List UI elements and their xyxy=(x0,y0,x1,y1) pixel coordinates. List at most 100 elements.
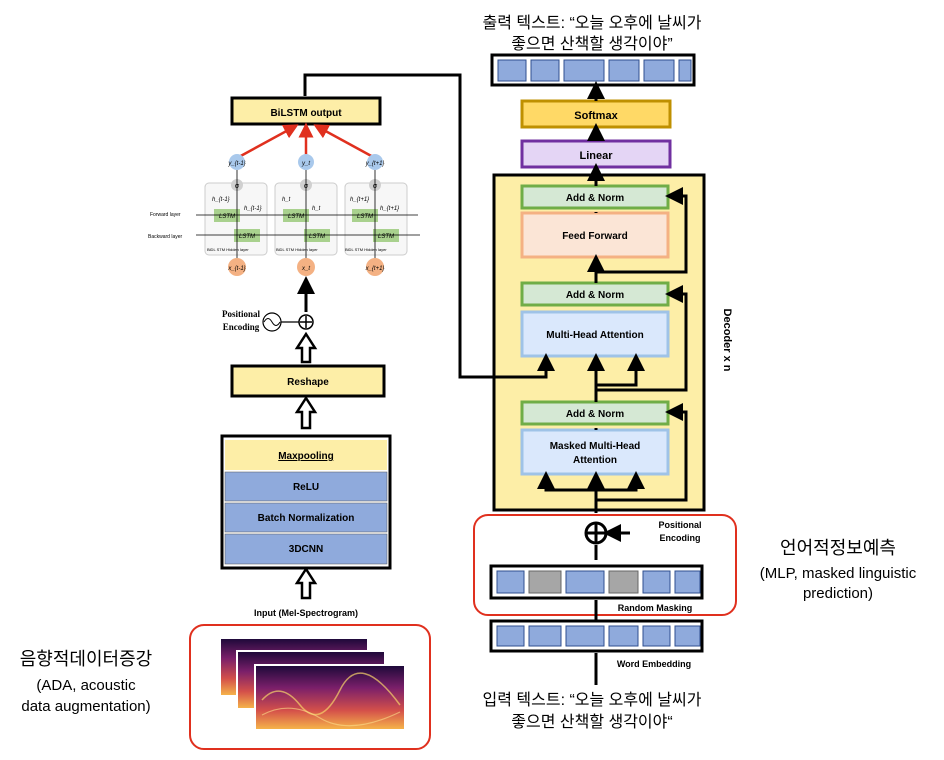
ada-line2: data augmentation) xyxy=(21,698,150,715)
y-node xyxy=(298,154,314,170)
svg-text:h_{t+1}: h_{t+1} xyxy=(350,197,369,203)
add-norm-label-2: Add & Norm xyxy=(566,290,624,301)
feed-forward-label: Feed Forward xyxy=(562,231,628,242)
y-label: y_{t+1} xyxy=(365,161,385,167)
decoder-positional-line1: Positional xyxy=(658,520,701,530)
multi-head-attention-block: Multi-Head Attention xyxy=(520,310,670,358)
bilstm-red-arrows xyxy=(236,122,376,160)
token xyxy=(674,570,701,594)
reshape-block: Reshape xyxy=(230,364,386,398)
batch-norm-label: Batch Normalization xyxy=(258,513,355,524)
masked-label-1: Masked Multi-Head xyxy=(550,441,641,452)
svg-text:h_t: h_t xyxy=(312,206,321,212)
decoder-positional-line2: Encoding xyxy=(660,533,701,543)
output-token xyxy=(643,59,675,82)
cnn-stack: Maxpooling ReLU Batch Normalization 3DCN… xyxy=(220,434,392,570)
input-label: Input (Mel-Spectrogram) xyxy=(254,608,358,618)
encoder-positional-add xyxy=(262,312,314,332)
add-norm-1: Add & Norm xyxy=(520,184,670,210)
svg-text:BiDL STM Hidden layer: BiDL STM Hidden layer xyxy=(207,247,249,252)
word-embedding-tokens xyxy=(489,619,704,653)
decoder-positional-add xyxy=(584,521,630,545)
hollow-arrows xyxy=(294,331,318,600)
bilstm-output-block: BiLSTM output xyxy=(230,96,382,126)
masked-tokens xyxy=(489,564,704,600)
svg-text:h_{t-1}: h_{t-1} xyxy=(212,197,230,203)
mlp-title: 언어적정보예측 xyxy=(780,538,896,558)
embed-token xyxy=(642,625,671,647)
svg-text:BiDL STM Hidden layer: BiDL STM Hidden layer xyxy=(345,247,387,252)
svg-text:LSTM: LSTM xyxy=(357,214,373,220)
relu-label: ReLU xyxy=(293,482,319,493)
token xyxy=(642,570,671,594)
input-text-line1: 입력 텍스트: “오늘 오후에 날씨가 xyxy=(483,691,702,709)
embed-token xyxy=(608,625,639,647)
linear-label: Linear xyxy=(579,150,613,162)
svg-text:x_{t+1}: x_{t+1} xyxy=(365,266,385,272)
bilstm-output-label: BiLSTM output xyxy=(270,108,342,119)
svg-text:LSTM: LSTM xyxy=(288,214,304,220)
svg-text:h_{t-1}: h_{t-1} xyxy=(244,206,262,212)
token xyxy=(565,570,605,594)
output-text-line2: 좋으면 산책할 생각이야” xyxy=(511,35,672,53)
decoder-side-label: Decoder x n xyxy=(721,309,733,372)
bilstm-diagram: y_{t-1} y_t y_{t+1} σ σ σ h_{t-1} h_t h_… xyxy=(148,154,420,276)
lstm-forward xyxy=(214,209,240,222)
svg-text:LSTM: LSTM xyxy=(309,234,325,240)
x-node xyxy=(297,258,315,276)
mlp-line1: (MLP, masked linguistic xyxy=(760,565,917,582)
feed-forward-block: Feed Forward xyxy=(520,211,670,259)
ada-line1: (ADA, acoustic xyxy=(36,677,136,694)
add-norm-3: Add & Norm xyxy=(520,400,670,426)
relu-block xyxy=(224,471,388,502)
softmax-block: Softmax xyxy=(520,99,672,129)
output-token xyxy=(608,59,640,82)
batch-norm-block xyxy=(224,502,388,533)
y-label: y_t xyxy=(301,161,310,167)
add-norm-label-1: Add & Norm xyxy=(566,193,624,204)
multi-head-label: Multi-Head Attention xyxy=(546,330,643,341)
embed-token xyxy=(674,625,701,647)
output-token xyxy=(530,59,560,82)
lstm-backward xyxy=(234,229,260,242)
mlp-highlight-box xyxy=(473,514,737,616)
lstm-forward xyxy=(283,209,309,222)
token xyxy=(496,570,525,594)
word-embedding-label: Word Embedding xyxy=(617,659,691,669)
spectrogram-images xyxy=(219,637,406,731)
add-norm-label-3: Add & Norm xyxy=(566,409,624,420)
x-node xyxy=(228,258,246,276)
input-text-line2: 좋으면 산책할 생각이야“ xyxy=(511,713,672,731)
add-norm-2: Add & Norm xyxy=(520,281,670,307)
ada-highlight-box xyxy=(189,624,431,750)
svg-text:LSTM: LSTM xyxy=(378,234,394,240)
output-tokens xyxy=(490,53,696,87)
cnn-block xyxy=(224,533,388,565)
masked-token xyxy=(528,570,562,594)
masked-multi-head-block: Masked Multi-Head Attention xyxy=(520,428,670,476)
svg-text:LSTM: LSTM xyxy=(219,214,235,220)
encoder-positional-line2: Encoding xyxy=(223,322,260,332)
embed-token xyxy=(565,625,605,647)
svg-text:x_{t-1}: x_{t-1} xyxy=(227,266,245,272)
spectrogram-3 xyxy=(254,664,406,731)
ada-title: 음향적데이터증강 xyxy=(20,649,152,669)
embed-token xyxy=(528,625,562,647)
lstm-backward xyxy=(373,229,399,242)
output-token xyxy=(563,59,605,82)
svg-text:Forward layer: Forward layer xyxy=(150,212,181,218)
embed-token xyxy=(496,625,525,647)
y-node xyxy=(367,154,383,170)
masked-label-2: Attention xyxy=(573,455,617,466)
svg-text:h_{t+1}: h_{t+1} xyxy=(380,206,399,212)
reshape-label: Reshape xyxy=(287,377,329,388)
softmax-label: Softmax xyxy=(574,110,618,122)
encoder-positional-line1: Positional xyxy=(222,309,261,319)
mlp-line2: prediction) xyxy=(803,585,873,602)
output-token xyxy=(497,59,527,82)
svg-text:LSTM: LSTM xyxy=(239,234,255,240)
y-node xyxy=(229,154,245,170)
svg-text:x_t: x_t xyxy=(301,266,310,272)
svg-text:Backward layer: Backward layer xyxy=(148,234,183,240)
